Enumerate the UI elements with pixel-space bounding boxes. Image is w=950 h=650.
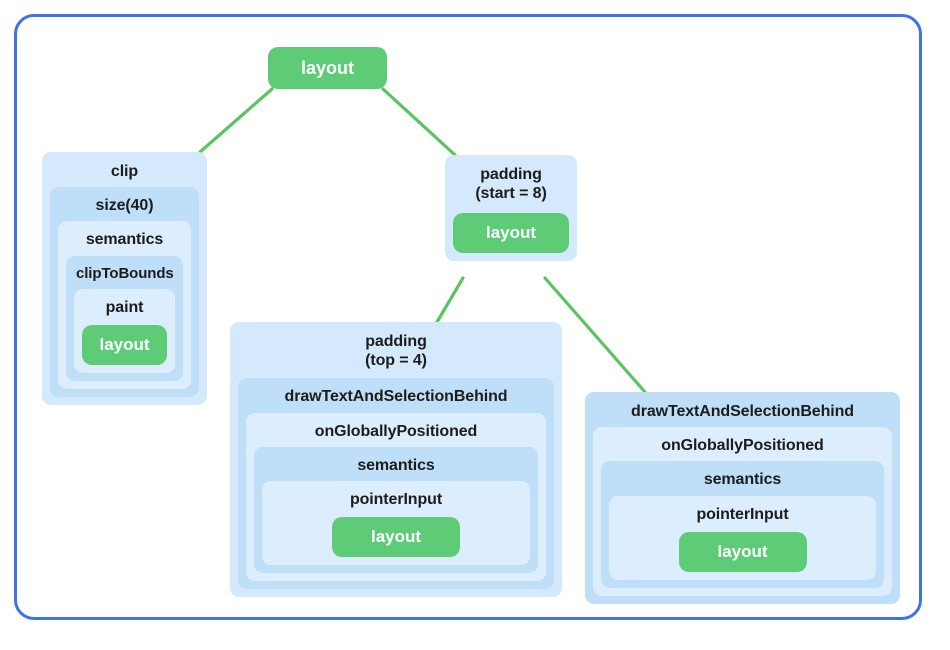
- node-paint-label: paint: [105, 298, 144, 316]
- node-size40-label: size(40): [95, 197, 154, 215]
- node-pointerinput-right[interactable]: pointerInput layout: [609, 495, 876, 580]
- node-paint[interactable]: paint layout: [74, 288, 175, 373]
- node-pointerinput-mid-label: pointerInput: [349, 490, 443, 508]
- node-semantics-right-label: semantics: [703, 471, 782, 489]
- node-draw-right[interactable]: drawTextAndSelectionBehind onGloballyPos…: [585, 392, 900, 604]
- node-cliptobounds-label: clipToBounds: [76, 264, 174, 282]
- node-drawtext-mid[interactable]: drawTextAndSelectionBehind onGloballyPos…: [238, 378, 554, 590]
- node-padding-start-label: padding (start = 8): [475, 166, 547, 203]
- node-drawtext-mid-label: drawTextAndSelectionBehind: [284, 388, 508, 406]
- node-clip-label: clip: [110, 163, 139, 180]
- node-onglobally-right[interactable]: onGloballyPositioned semantics pointerIn…: [593, 427, 892, 596]
- node-draw-right-label: drawTextAndSelectionBehind: [631, 403, 854, 420]
- node-padding-top-layout-leaf[interactable]: layout: [332, 517, 460, 558]
- node-onglobally-mid-label: onGloballyPositioned: [314, 422, 478, 440]
- node-semantics-right[interactable]: semantics pointerInput layout: [601, 461, 884, 588]
- node-onglobally-mid[interactable]: onGloballyPositioned semantics pointerIn…: [246, 412, 546, 582]
- node-semantics-mid[interactable]: semantics pointerInput layout: [254, 446, 538, 574]
- node-semantics-mid-label: semantics: [357, 456, 435, 474]
- node-pointerinput-mid[interactable]: pointerInput layout: [262, 480, 530, 566]
- node-cliptobounds[interactable]: clipToBounds paint layout: [66, 255, 183, 381]
- node-draw-right-layout-leaf[interactable]: layout: [678, 531, 807, 572]
- node-clip[interactable]: clip size(40) semantics clipToBounds pai…: [42, 152, 207, 405]
- node-clip-layout-leaf[interactable]: layout: [82, 324, 167, 365]
- node-padding-start-layout-leaf[interactable]: layout: [453, 213, 569, 254]
- node-size40[interactable]: size(40) semantics clipToBounds paint la…: [50, 187, 199, 397]
- node-padding-top[interactable]: padding (top = 4) drawTextAndSelectionBe…: [230, 322, 562, 598]
- node-clip-semantics[interactable]: semantics clipToBounds paint layout: [58, 221, 191, 389]
- node-pointerinput-right-label: pointerInput: [696, 505, 789, 523]
- node-onglobally-right-label: onGloballyPositioned: [661, 437, 824, 455]
- node-padding-start[interactable]: padding (start = 8) layout: [445, 155, 577, 262]
- node-root-layout[interactable]: layout: [268, 47, 387, 89]
- node-clip-semantics-label: semantics: [85, 231, 164, 249]
- node-padding-top-label: padding (top = 4): [365, 333, 427, 370]
